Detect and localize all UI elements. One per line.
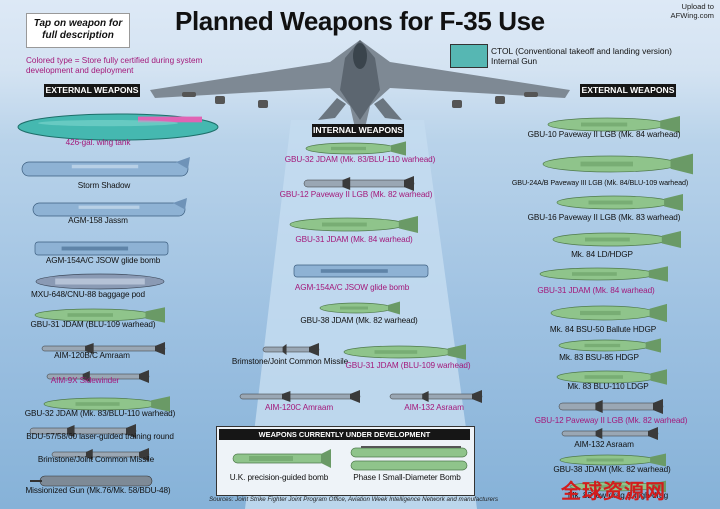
header-internal: INTERNAL WEAPONS: [312, 124, 404, 137]
internal-gbu-12-paveway-ii-lgb-mk-82-warhead-label[interactable]: GBU-12 Paveway II LGB (Mk. 82 warhead): [279, 190, 433, 199]
internal-aim-120c-amraam-graphic[interactable]: [239, 390, 361, 403]
external-left-brimstone-joint-common-missile-label[interactable]: Brimstone/Joint Common Missile: [37, 455, 155, 464]
external-left-agm-154a-c-jsow-glide-bomb-label[interactable]: AGM-154A/C JSOW glide bomb: [45, 256, 161, 265]
external-right-aim-132-asraam-label[interactable]: AIM-132 Asraam: [574, 440, 634, 449]
tap-instruction-box: Tap on weapon for full description: [26, 13, 130, 48]
external-left-gbu-32-jdam-mk-83-blu-110-warhead-label[interactable]: GBU-32 JDAM (Mk. 83/BLU-110 warhead): [24, 409, 176, 418]
internal-gbu-38-jdam-mk-82-warhead-graphic[interactable]: [319, 301, 400, 315]
external-left-agm-158-jassm-graphic[interactable]: [32, 198, 187, 217]
internal-brimstone-joint-common-missile-label[interactable]: Brimstone/Joint Common Missile: [231, 357, 349, 366]
internal-gbu-31-jdam-blu-109-warhead-label[interactable]: GBU-31 JDAM (BLU-109 warhead): [345, 361, 471, 370]
external-left-missionized-gun-mk-76-mk-58-bdu-48-label[interactable]: Missionized Gun (Mk.76/Mk. 58/BDU-48): [25, 486, 171, 495]
external-right-gbu-31-jdam-mk-84-warhead-label[interactable]: GBU-31 JDAM (Mk. 84 warhead): [537, 286, 655, 295]
external-right-aim-132-asraam-graphic[interactable]: [561, 427, 659, 440]
external-left-426-gal-wing-tank-graphic[interactable]: [17, 113, 219, 141]
external-left-mxu-648-cnu-88-baggage-pod-graphic[interactable]: [35, 273, 165, 290]
internal-aim-132-asraam-graphic[interactable]: [389, 390, 483, 403]
internal-gbu-12-paveway-ii-lgb-mk-82-warhead-graphic[interactable]: [303, 176, 415, 191]
external-right-gbu-12-paveway-ii-lgb-mk-82-warhead-label[interactable]: GBU-12 Paveway II LGB (Mk. 82 warhead): [534, 416, 688, 425]
upload-note-line: AFWing.com: [670, 11, 714, 20]
ctol-legend: CTOL (Conventional takeoff and landing v…: [491, 46, 672, 66]
internal-bay-panel: [245, 120, 477, 509]
internal-agm-154a-c-jsow-glide-bomb-label[interactable]: AGM-154A/C JSOW glide bomb: [294, 283, 410, 292]
page-title: Planned Weapons for F-35 Use: [175, 6, 545, 36]
upload-note: Upload to AFWing.com: [671, 2, 714, 20]
external-left-aim-120b-c-amraam-label[interactable]: AIM-120B/C Amraam: [54, 351, 130, 360]
external-right-mk-84-bsu-50-ballute-hdgp-graphic[interactable]: [550, 303, 667, 323]
external-left-bdu-57-58-60-laser-guided-training-round-graphic[interactable]: [29, 424, 137, 438]
external-right-gbu-38-jdam-mk-82-warhead-graphic[interactable]: [559, 453, 666, 467]
development-panel: WEAPONS CURRENTLY UNDER DEVELOPMENT U.K.…: [216, 426, 475, 496]
internal-gbu-38-jdam-mk-82-warhead-label[interactable]: GBU-38 JDAM (Mk. 82 warhead): [300, 316, 418, 325]
external-left-missionized-gun-mk-76-mk-58-bdu-48-graphic[interactable]: [30, 475, 153, 487]
internal-gbu-32-jdam-mk-83-blu-110-warhead-label[interactable]: GBU-32 JDAM (Mk. 83/BLU-110 warhead): [284, 155, 436, 164]
external-right-gbu-16-paveway-ii-lgb-mk-83-warhead-graphic[interactable]: [556, 194, 683, 211]
f35-aircraft-illustration: [150, 40, 570, 128]
internal-brimstone-joint-common-missile-graphic[interactable]: [262, 343, 320, 356]
external-right-mk-84-ld-hdgp-label[interactable]: Mk. 84 LD/HDGP: [571, 250, 633, 259]
internal-aim-132-asraam-label[interactable]: AIM-132 Asraam: [404, 403, 464, 412]
external-right-mk-82-low-drag-high-drag-label[interactable]: Mk. 82 low-drag & high-drag: [567, 491, 669, 500]
external-left-mxu-648-cnu-88-baggage-pod-label[interactable]: MXU-648/CNU-88 baggage pod: [31, 290, 145, 299]
external-left-aim-120b-c-amraam-graphic[interactable]: [41, 342, 166, 355]
upload-note-line: Upload to: [681, 2, 714, 11]
header-development: WEAPONS CURRENTLY UNDER DEVELOPMENT: [219, 429, 470, 440]
external-left-gbu-32-jdam-mk-83-blu-110-warhead-graphic[interactable]: [43, 396, 170, 412]
small-diameter-bomb-graphic: [350, 446, 468, 471]
internal-gbu-31-jdam-mk-84-warhead-graphic[interactable]: [289, 216, 418, 233]
dev-weapon-label[interactable]: Phase I Small-Diameter Bomb: [353, 473, 461, 482]
ctol-legend-line: Internal Gun: [491, 56, 538, 66]
external-right-mk-83-bsu-85-hdgp-label[interactable]: Mk. 83 BSU-85 HDGP: [559, 353, 639, 362]
ctol-legend-line: CTOL (Conventional takeoff and landing v…: [491, 46, 672, 56]
external-left-gbu-31-jdam-blu-109-warhead-label[interactable]: GBU-31 JDAM (BLU-109 warhead): [30, 320, 156, 329]
internal-gbu-32-jdam-mk-83-blu-110-warhead-graphic[interactable]: [305, 141, 406, 156]
external-right-gbu-31-jdam-mk-84-warhead-graphic[interactable]: [539, 266, 668, 282]
header-external-right: EXTERNAL WEAPONS: [580, 84, 676, 97]
external-left-bdu-57-58-60-laser-guided-training-round-label[interactable]: BDU-57/58/60 laser-guided training round: [26, 432, 174, 441]
ctol-gun-icon: [450, 44, 488, 68]
header-external-left: EXTERNAL WEAPONS: [44, 84, 140, 97]
external-left-agm-158-jassm-label[interactable]: AGM-158 Jassm: [68, 216, 128, 225]
external-right-gbu-16-paveway-ii-lgb-mk-83-warhead-label[interactable]: GBU-16 Paveway II LGB (Mk. 83 warhead): [527, 213, 681, 222]
external-left-aim-9x-sidewinder-graphic[interactable]: [46, 370, 150, 383]
external-right-gbu-10-paveway-ii-lgb-mk-84-warhead-graphic[interactable]: [547, 116, 680, 133]
external-right-mk-83-bsu-85-hdgp-graphic[interactable]: [558, 338, 661, 353]
sources-note: Sources: Joint Strike Fighter Joint Prog…: [209, 496, 499, 503]
watermark-text: 全球资源网: [561, 481, 666, 503]
development-weapons-art: [232, 446, 468, 471]
internal-agm-154a-c-jsow-glide-bomb-graphic[interactable]: [293, 264, 429, 278]
external-right-mk-83-blu-110-ldgp-graphic[interactable]: [556, 369, 667, 385]
external-right-gbu-24a-b-paveway-iii-lgb-mk-84-blu-109-warhead-label[interactable]: GBU-24A/B Paveway III LGB (Mk. 84/BLU-10…: [511, 178, 689, 187]
internal-gbu-31-jdam-mk-84-warhead-label[interactable]: GBU-31 JDAM (Mk. 84 warhead): [295, 235, 413, 244]
internal-gbu-31-jdam-blu-109-warhead-graphic[interactable]: [343, 344, 466, 360]
internal-aim-120c-amraam-label[interactable]: AIM-120C Amraam: [264, 403, 334, 412]
external-right-mk-84-bsu-50-ballute-hdgp-label[interactable]: Mk. 84 BSU-50 Ballute HDGP: [549, 325, 657, 334]
external-right-mk-83-blu-110-ldgp-label[interactable]: Mk. 83 BLU-110 LDGP: [567, 382, 649, 391]
external-left-brimstone-joint-common-missile-graphic[interactable]: [51, 448, 150, 461]
external-left-426-gal-wing-tank-label[interactable]: 426-gal. wing tank: [65, 138, 131, 147]
external-right-gbu-24a-b-paveway-iii-lgb-mk-84-blu-109-warhead-graphic[interactable]: [542, 153, 693, 175]
external-left-aim-9x-sidewinder-label[interactable]: AIM-9X Sidewinder: [50, 376, 120, 385]
color-legend-note: Colored type = Store fully certified dur…: [26, 56, 203, 75]
external-left-gbu-31-jdam-blu-109-warhead-graphic[interactable]: [34, 307, 165, 323]
external-right-gbu-12-paveway-ii-lgb-mk-82-warhead-graphic[interactable]: [558, 399, 664, 414]
uk-precision-guided-bomb-graphic: [232, 449, 331, 468]
external-right-gbu-38-jdam-mk-82-warhead-label[interactable]: GBU-38 JDAM (Mk. 82 warhead): [553, 465, 671, 474]
dev-weapon-label[interactable]: U.K. precision-guided bomb: [229, 473, 329, 482]
external-left-storm-shadow-label[interactable]: Storm Shadow: [77, 181, 131, 190]
external-left-agm-154a-c-jsow-glide-bomb-graphic[interactable]: [34, 241, 169, 256]
external-right-gbu-10-paveway-ii-lgb-mk-84-warhead-label[interactable]: GBU-10 Paveway II LGB (Mk. 84 warhead): [527, 130, 681, 139]
external-right-mk-84-ld-hdgp-graphic[interactable]: [552, 231, 681, 248]
external-right-mk-82-low-drag-high-drag-graphic[interactable]: [569, 480, 666, 493]
external-left-storm-shadow-graphic[interactable]: [21, 157, 190, 177]
